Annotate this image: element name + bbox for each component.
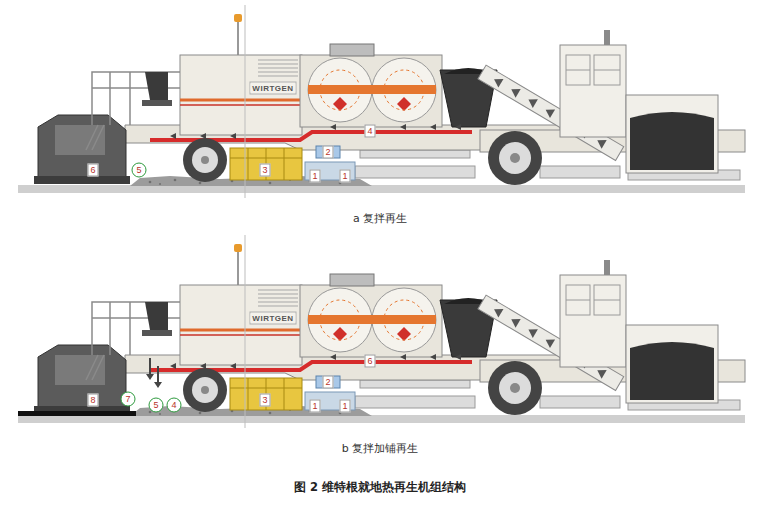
callout-number: 1 [309, 170, 320, 183]
callout-number: 5 [149, 398, 164, 413]
callout-number: 1 [339, 400, 350, 413]
callout-number: 4 [167, 398, 182, 413]
callout-number: 4 [364, 125, 375, 138]
callout-number: 5 [132, 163, 147, 178]
overlay-parts [18, 358, 162, 416]
callout-number: 1 [309, 400, 320, 413]
brand-mark: WIRTGEN [250, 84, 295, 93]
callout-number: 7 [121, 392, 136, 407]
callout-number: 2 [322, 376, 333, 389]
callout-number: 8 [87, 394, 98, 407]
subfigure-caption: a 复拌再生 [353, 211, 407, 226]
callout-number: 3 [259, 394, 270, 407]
machine-a [18, 5, 745, 198]
machine-b [18, 235, 745, 428]
callout-number: 3 [259, 164, 270, 177]
callout-number: 6 [87, 164, 98, 177]
callout-number: 6 [364, 355, 375, 368]
figure-caption: 图 2 维特根就地热再生机组结构 [294, 480, 466, 495]
brand-mark: WIRTGEN [250, 314, 295, 323]
subfigure-caption: b 复拌加铺再生 [342, 441, 418, 456]
callout-number: 2 [322, 146, 333, 159]
callout-number: 1 [339, 170, 350, 183]
